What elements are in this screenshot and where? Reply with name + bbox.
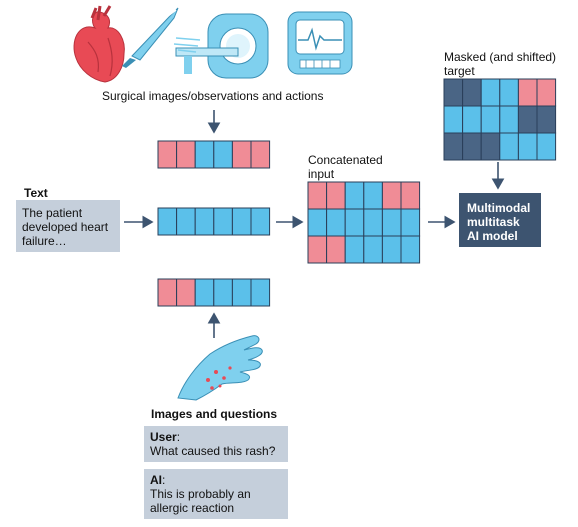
target-label: Masked (and shifted) target xyxy=(444,50,557,78)
target-cell xyxy=(462,105,482,134)
target-cell xyxy=(517,132,538,161)
target-cell xyxy=(499,105,519,134)
concat-cell xyxy=(381,208,402,237)
ai-answer: This is probably an allergic reaction xyxy=(150,487,251,515)
heart-icon xyxy=(73,5,125,83)
target-cell xyxy=(536,78,557,107)
target-cell xyxy=(443,105,464,134)
user-question-box: User: What caused this rash? xyxy=(144,426,288,462)
images-questions-title: Images and questions xyxy=(151,407,278,421)
concat-cell xyxy=(307,208,328,237)
concat-cell xyxy=(381,181,402,210)
text-token xyxy=(176,207,196,236)
ai-label: AI xyxy=(150,473,162,487)
text-token xyxy=(157,207,178,236)
concat-cell xyxy=(307,235,328,264)
target-cell xyxy=(443,78,464,107)
concat-cell xyxy=(363,208,383,237)
target-cell xyxy=(517,78,538,107)
surgical-token xyxy=(231,140,252,169)
concat-cell xyxy=(400,208,421,237)
image-token xyxy=(213,278,233,307)
target-cell xyxy=(443,132,464,161)
image-token xyxy=(231,278,252,307)
surgical-token xyxy=(157,140,178,169)
user-question: What caused this rash? xyxy=(150,444,276,458)
text-token xyxy=(213,207,233,236)
surgical-token xyxy=(176,140,196,169)
target-cell xyxy=(536,132,557,161)
concat-cell xyxy=(344,208,365,237)
concat-cell xyxy=(400,235,421,264)
concat-cell xyxy=(326,208,346,237)
image-token xyxy=(194,278,215,307)
target-cell xyxy=(462,132,482,161)
text-token xyxy=(250,207,271,236)
scalpel-icon xyxy=(122,7,179,68)
concat-cell xyxy=(400,181,421,210)
concat-cell xyxy=(307,181,328,210)
text-token xyxy=(194,207,215,236)
concat-cell xyxy=(363,235,383,264)
text-input-box: The patient developed heart failure… xyxy=(16,200,120,252)
user-colon: : xyxy=(176,430,181,444)
image-token xyxy=(157,278,178,307)
token-rows xyxy=(157,78,557,307)
surgical-token xyxy=(213,140,233,169)
concat-cell xyxy=(326,181,346,210)
ai-model-box: Multimodal multitask AI model xyxy=(459,193,541,247)
target-cell xyxy=(480,78,501,107)
text-input-content: The patient developed heart failure… xyxy=(22,206,109,248)
image-token xyxy=(176,278,196,307)
target-cell xyxy=(536,105,557,134)
target-cell xyxy=(499,78,519,107)
ai-model-label: Multimodal multitask AI model xyxy=(467,201,531,243)
concat-label: Concatenated input xyxy=(308,153,383,181)
text-section-title: Text xyxy=(24,186,48,200)
surgical-token xyxy=(194,140,215,169)
monitor-icon xyxy=(287,11,353,75)
concat-cell xyxy=(381,235,402,264)
concat-cell xyxy=(344,181,365,210)
ai-answer-box: AI: This is probably an allergic reactio… xyxy=(144,469,288,519)
target-cell xyxy=(517,105,538,134)
surgical-caption: Surgical images/observations and actions xyxy=(102,89,324,103)
concat-cell xyxy=(326,235,346,264)
concat-cell xyxy=(344,235,365,264)
target-cell xyxy=(499,132,519,161)
target-cell xyxy=(480,105,501,134)
user-label: User xyxy=(150,430,177,444)
target-cell xyxy=(480,132,501,161)
text-token xyxy=(231,207,252,236)
ai-colon: : xyxy=(162,473,166,487)
mri-scanner-icon xyxy=(173,13,269,79)
rash-hand-icon xyxy=(177,335,263,401)
target-cell xyxy=(462,78,482,107)
surgical-token xyxy=(250,140,271,169)
image-token xyxy=(250,278,271,307)
concat-cell xyxy=(363,181,383,210)
